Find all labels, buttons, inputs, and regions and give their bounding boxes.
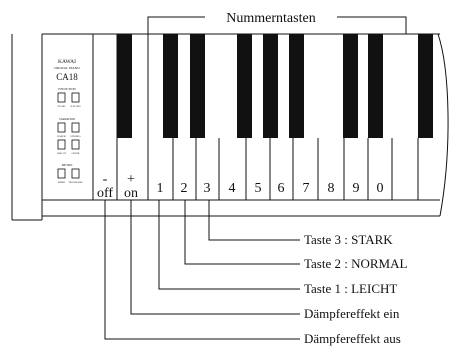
panel-button-label: TRANSPOSE bbox=[68, 181, 83, 184]
number-key-label: 5 bbox=[255, 181, 262, 196]
off-key-label: off bbox=[97, 186, 113, 201]
black-key[interactable] bbox=[263, 34, 278, 138]
number-keys-bracket bbox=[147, 16, 407, 34]
number-key-label: 1 bbox=[157, 181, 164, 196]
callout-taste1: Taste 1 : LEICHT bbox=[304, 281, 397, 296]
black-key[interactable] bbox=[368, 34, 383, 138]
panel-section-label: VARIATION bbox=[59, 117, 76, 121]
panel-section-label: F.FUNCTION bbox=[58, 87, 76, 91]
panel-model: CA18 bbox=[56, 72, 78, 82]
number-key-label: 9 bbox=[353, 181, 360, 196]
callout-damper-off: Dämpfereffekt aus bbox=[304, 331, 401, 346]
callout-taste3: Taste 3 : STARK bbox=[304, 232, 393, 247]
black-key[interactable] bbox=[237, 34, 252, 138]
number-key-label: 3 bbox=[204, 181, 211, 196]
panel-button-label: HARPSI bbox=[57, 135, 66, 138]
plus-key-label: + bbox=[127, 172, 135, 187]
black-key[interactable] bbox=[418, 34, 433, 138]
panel-button[interactable] bbox=[57, 168, 66, 179]
panel-button[interactable] bbox=[71, 122, 80, 133]
number-key-label: 8 bbox=[328, 181, 335, 196]
panel-button[interactable] bbox=[57, 122, 66, 133]
callout-lines bbox=[104, 200, 300, 340]
black-key[interactable] bbox=[117, 34, 132, 138]
number-key-label: 6 bbox=[278, 181, 285, 196]
panel-button-label: PIANO bbox=[58, 105, 66, 108]
callout-damper-on: Dämpfereffekt ein bbox=[304, 306, 400, 321]
panel-button[interactable] bbox=[71, 92, 80, 103]
panel-brand: KAWAI bbox=[58, 59, 76, 65]
panel-button[interactable] bbox=[57, 139, 66, 150]
panel-button-label: DEMO bbox=[58, 181, 66, 184]
black-key[interactable] bbox=[343, 34, 358, 138]
panel-button-label: CHOIR bbox=[72, 152, 80, 155]
callout-taste2: Taste 2 : NORMAL bbox=[304, 256, 408, 271]
number-keys-title: Nummerntasten bbox=[226, 11, 315, 26]
number-key-label: 2 bbox=[181, 181, 188, 196]
panel-section-label: METRO bbox=[62, 163, 73, 167]
callout-texts: Taste 3 : STARK Taste 2 : NORMAL Taste 1… bbox=[304, 232, 408, 346]
number-key-label: 7 bbox=[303, 181, 310, 196]
number-key-label: 4 bbox=[229, 181, 236, 196]
black-key[interactable] bbox=[289, 34, 304, 138]
panel-button[interactable] bbox=[71, 139, 80, 150]
minus-key-label: - bbox=[103, 172, 108, 187]
number-key-label: 0 bbox=[377, 181, 384, 196]
panel-button-label: ORGAN bbox=[57, 152, 66, 155]
black-keys bbox=[117, 34, 433, 138]
key-labels: - off + on 1 2 3 4 5 6 7 8 9 0 bbox=[97, 172, 384, 201]
control-panel: KAWAI DIGITAL PIANO CA18 F.FUNCTION PIAN… bbox=[54, 34, 94, 200]
panel-subtitle: DIGITAL PIANO bbox=[54, 66, 80, 70]
panel-button-label: E.PIANO bbox=[71, 105, 81, 108]
black-key[interactable] bbox=[190, 34, 205, 138]
on-key-label: on bbox=[124, 186, 138, 201]
black-key[interactable] bbox=[163, 34, 178, 138]
panel-button-label: STRINGS bbox=[70, 135, 81, 138]
panel-button[interactable] bbox=[71, 168, 80, 179]
panel-button[interactable] bbox=[57, 92, 66, 103]
